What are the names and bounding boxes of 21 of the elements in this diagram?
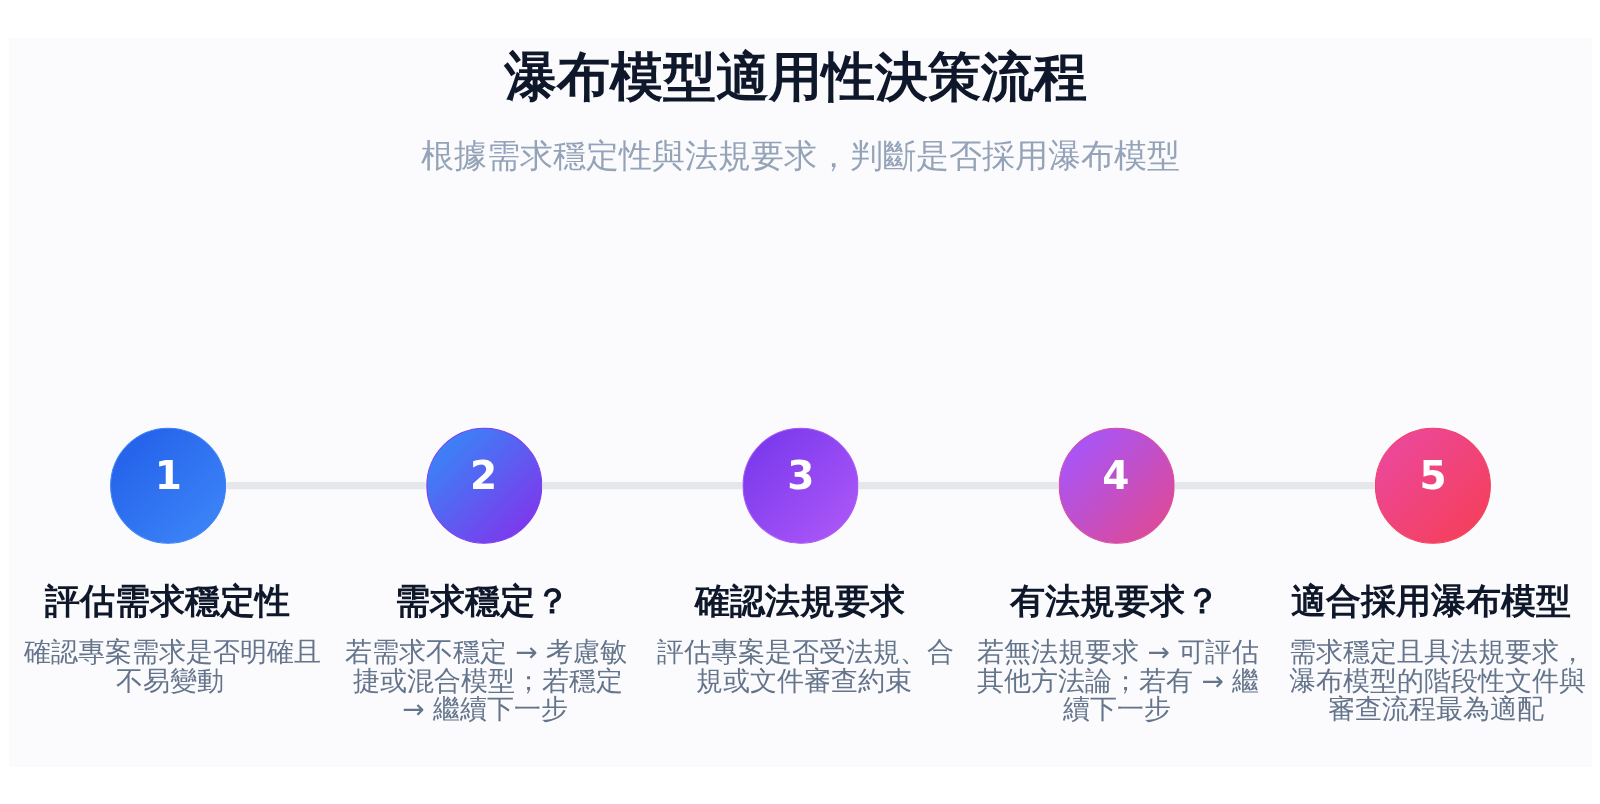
node-label: 若需求不穩定 → 考慮敏捷或混合模型；若穩定 → 繼續下一步 — [344, 635, 627, 724]
node-label: 有法規要求？ — [1009, 580, 1220, 621]
connector — [225, 481, 426, 489]
node-circle: 5 — [1374, 427, 1491, 544]
node-label: 評估需求穩定性 — [44, 580, 290, 621]
node-circle: 3 — [742, 427, 858, 544]
connector — [1174, 481, 1374, 489]
node-label: 需求穩定且具法規要求，瀑布模型的階段性文件與審查流程最為適配 — [1288, 635, 1586, 724]
node-circle: 1 — [109, 427, 226, 544]
node-circle: 2 — [425, 427, 542, 544]
node-label: 確認專案需求是否明確且不易變動 — [23, 635, 321, 696]
label: 根據需求穩定性與法規要求，判斷是否採用瀑布模型 — [420, 136, 1180, 175]
node-label: 若無法規要求 → 可評估其他方法論；若有 → 繼續下一步 — [976, 635, 1259, 724]
connector — [541, 481, 742, 489]
node-label: 評估專案是否受法規、合規或文件審查約束 — [656, 635, 954, 696]
node-circle: 4 — [1058, 427, 1175, 544]
node-label: 確認法規要求 — [694, 580, 905, 621]
node-label: 需求穩定？ — [394, 580, 570, 621]
diagram-title: 瀑布模型適用性決策流程 — [503, 44, 1087, 108]
connector — [858, 481, 1058, 489]
node-label: 適合採用瀑布模型 — [1290, 580, 1571, 621]
